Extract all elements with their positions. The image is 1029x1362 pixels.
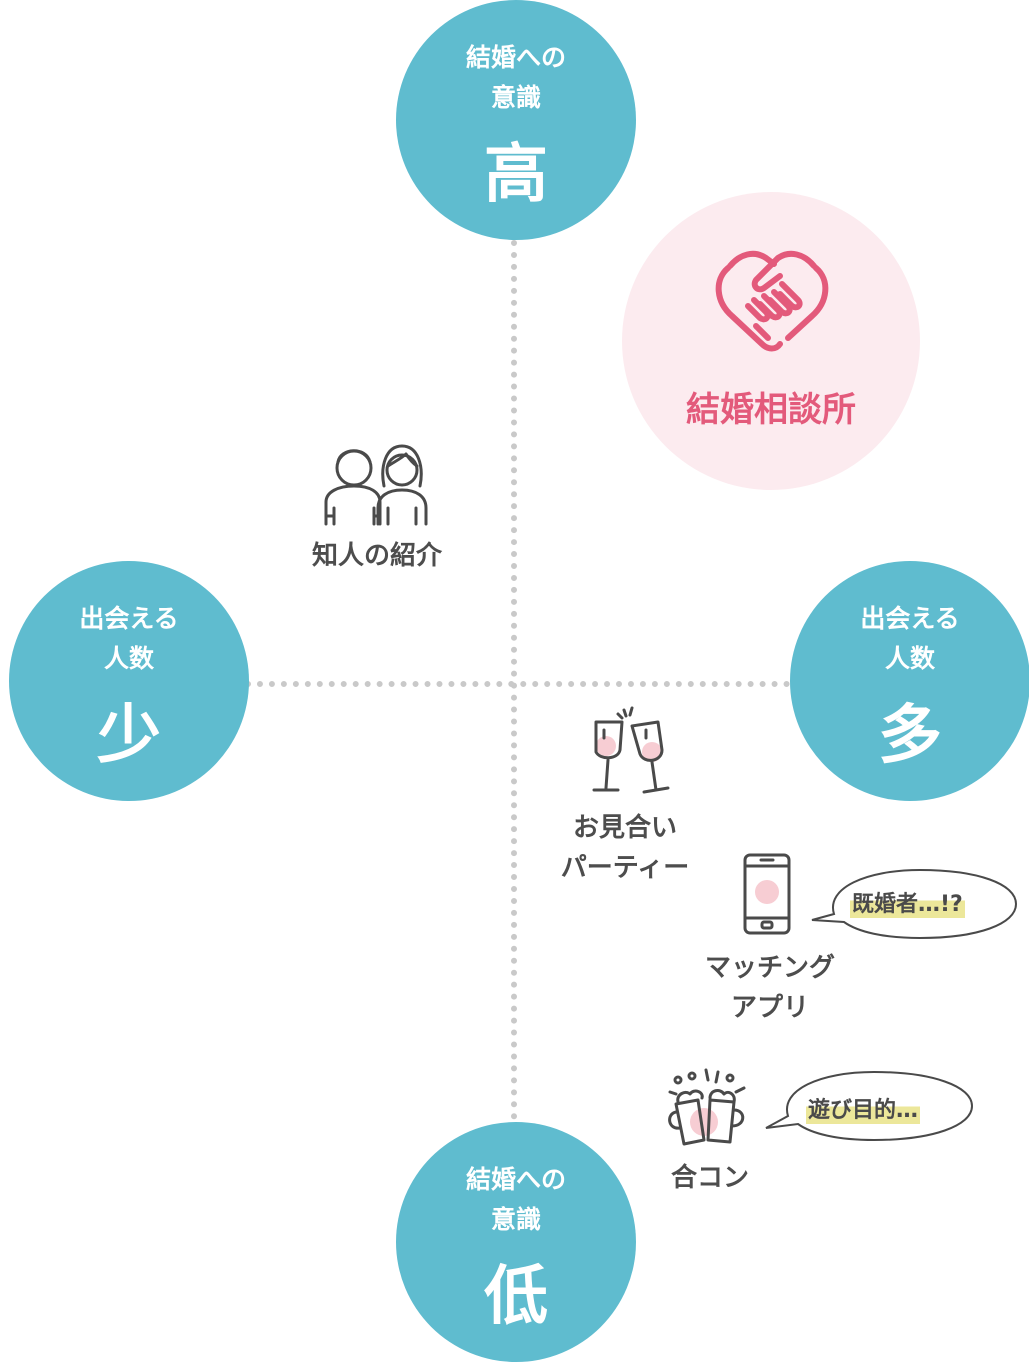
pole-label-line1: 出会える [860, 604, 960, 633]
pole-label-line2: 人数 [884, 644, 935, 673]
beer-toast-icon [668, 1068, 746, 1146]
pole-label-line2: 意識 [490, 1205, 541, 1234]
pole-marriage-awareness-low: 結婚への 意識 低 [396, 1122, 636, 1362]
party-label: お見合い パーティー [540, 808, 710, 888]
matching-app-label-line1: マッチング [704, 953, 835, 983]
app-comment: 既婚者…!? [850, 886, 965, 918]
marriage-agency-label: 結婚相談所 [686, 390, 856, 430]
horizontal-axis-line [245, 681, 790, 687]
vertical-axis-line [511, 240, 517, 1120]
marriage-agency-item: 結婚相談所 [622, 192, 920, 490]
matching-app-label-line2: アプリ [730, 993, 809, 1023]
pole-meet-count-few: 出会える 人数 少 [9, 561, 249, 801]
pole-value: 少 [97, 699, 161, 773]
pole-marriage-awareness-high: 結婚への 意識 高 [396, 0, 636, 240]
party-label-line2: パーティー [560, 853, 690, 883]
pole-value: 低 [484, 1260, 548, 1334]
matching-app-label: マッチング アプリ [680, 948, 860, 1028]
pole-label: 出会える 人数 [9, 599, 249, 679]
gokon-label: 合コン [670, 1163, 749, 1193]
pole-value: 高 [484, 138, 548, 212]
gokon-comment: 遊び目的… [806, 1092, 921, 1124]
smartphone-icon [743, 853, 791, 935]
pole-label: 結婚への 意識 [396, 38, 636, 118]
speech-bubble-gokon: 遊び目的… [764, 1064, 978, 1148]
pole-label-line1: 結婚への [465, 1165, 566, 1194]
acquaintance-label: 知人の紹介 [311, 541, 442, 571]
pole-meet-count-many: 出会える 人数 多 [790, 561, 1029, 801]
pole-label-line2: 人数 [103, 644, 154, 673]
pole-label-line2: 意識 [490, 83, 541, 112]
pole-label: 出会える 人数 [790, 599, 1029, 679]
speech-bubble-app: 既婚者…!? [808, 862, 1022, 946]
wine-glasses-icon [592, 706, 670, 794]
pole-label-line1: 出会える [79, 604, 179, 633]
handshake-icon [715, 250, 829, 352]
pole-label-line1: 結婚への [465, 43, 566, 72]
party-label-line1: お見合い [572, 813, 677, 843]
pole-value: 多 [878, 699, 942, 773]
couple-icon [324, 444, 428, 526]
pole-label: 結婚への 意識 [396, 1160, 636, 1240]
